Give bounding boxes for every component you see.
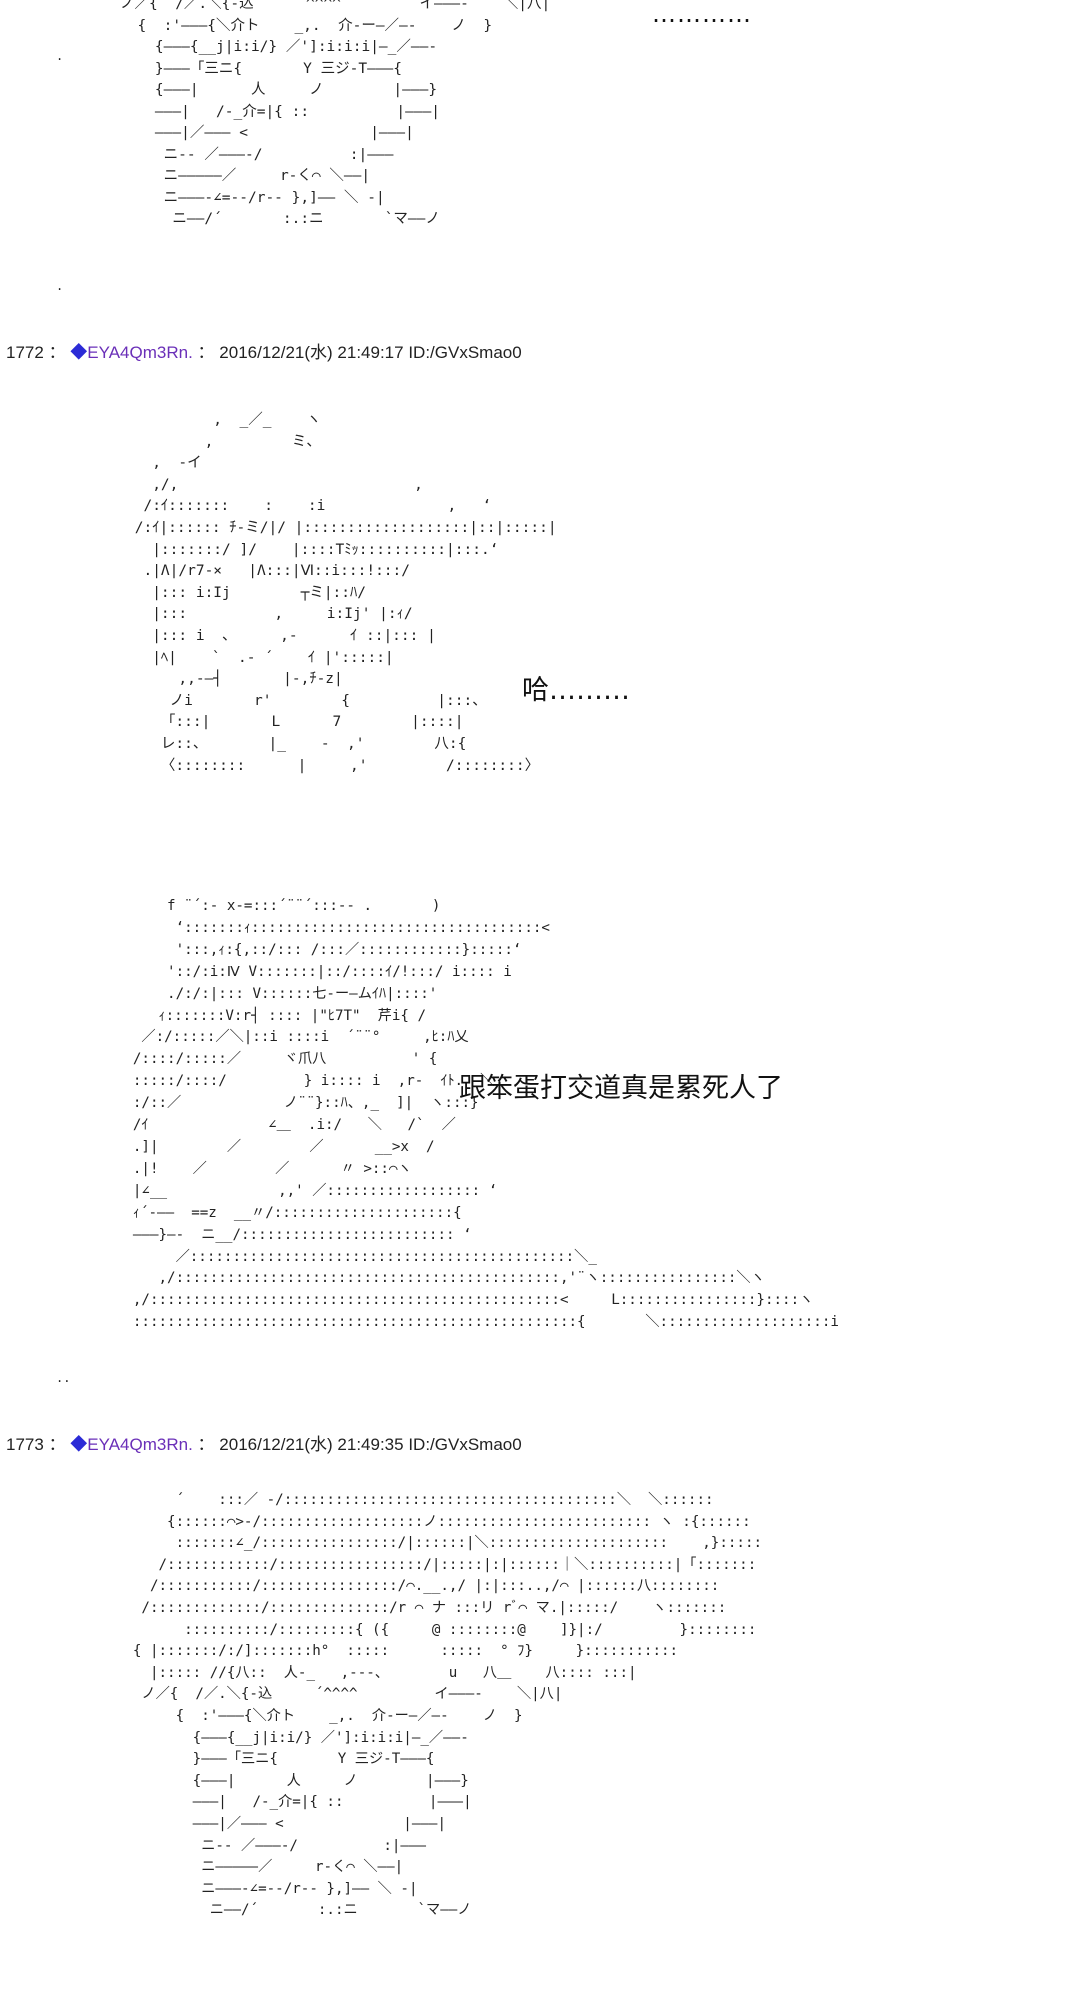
margin-dot: . — [56, 49, 64, 63]
post-datetime: 2016/12/21(水) 21:49:17 — [219, 343, 404, 362]
post-header-1772: 1772 ： ◆EYA4Qm3Rn. ： 2016/12/21(水) 21:49… — [6, 338, 522, 363]
dialogue-tired: 跟笨蛋打交道真是累死人了 — [459, 1073, 783, 1104]
post-separator: ： — [48, 1435, 66, 1454]
dialogue-ha: 哈……… — [522, 675, 630, 706]
post-number: 1772 — [6, 343, 44, 362]
post-header-1773: 1773 ： ◆EYA4Qm3Rn. ： 2016/12/21(水) 21:49… — [6, 1430, 522, 1455]
ascii-art-standing: , _／_ ヽ , ミ、 , ‐イ ,/, , /:ｲ::::::: : :i … — [134, 412, 557, 774]
margin-dot: . — [56, 279, 64, 293]
ascii-art-top: ノ／{ /／.＼{-込 ´^^^^ イ―――‐ ＼|八| { :'―――{＼介ト… — [120, 0, 551, 227]
post-separator: ： — [197, 1435, 215, 1454]
post-id: ID:/GVxSmao0 — [408, 343, 522, 362]
trip-diamond-icon: ◆ — [70, 1435, 88, 1454]
post-id: ID:/GVxSmao0 — [408, 1435, 522, 1454]
ascii-art-sitting: f ¨´:‐ x‐=:::´¨¨´:::-‐ . ) ‘:::::::ｨ::::… — [132, 898, 839, 1331]
post-datetime: 2016/12/21(水) 21:49:35 — [219, 1435, 404, 1454]
dialogue-top-dots: ………… — [652, 0, 752, 28]
margin-dots: .. — [56, 1371, 71, 1385]
post-separator: ： — [197, 343, 215, 362]
trip-code[interactable]: EYA4Qm3Rn. — [87, 343, 193, 362]
trip-diamond-icon: ◆ — [70, 343, 88, 362]
trip-code[interactable]: EYA4Qm3Rn. — [87, 1435, 193, 1454]
post-separator: ： — [48, 343, 66, 362]
ascii-art-face: ´ :::／ ‐/:::::::::::::::::::::::::::::::… — [132, 1492, 763, 1919]
post-number: 1773 — [6, 1435, 44, 1454]
